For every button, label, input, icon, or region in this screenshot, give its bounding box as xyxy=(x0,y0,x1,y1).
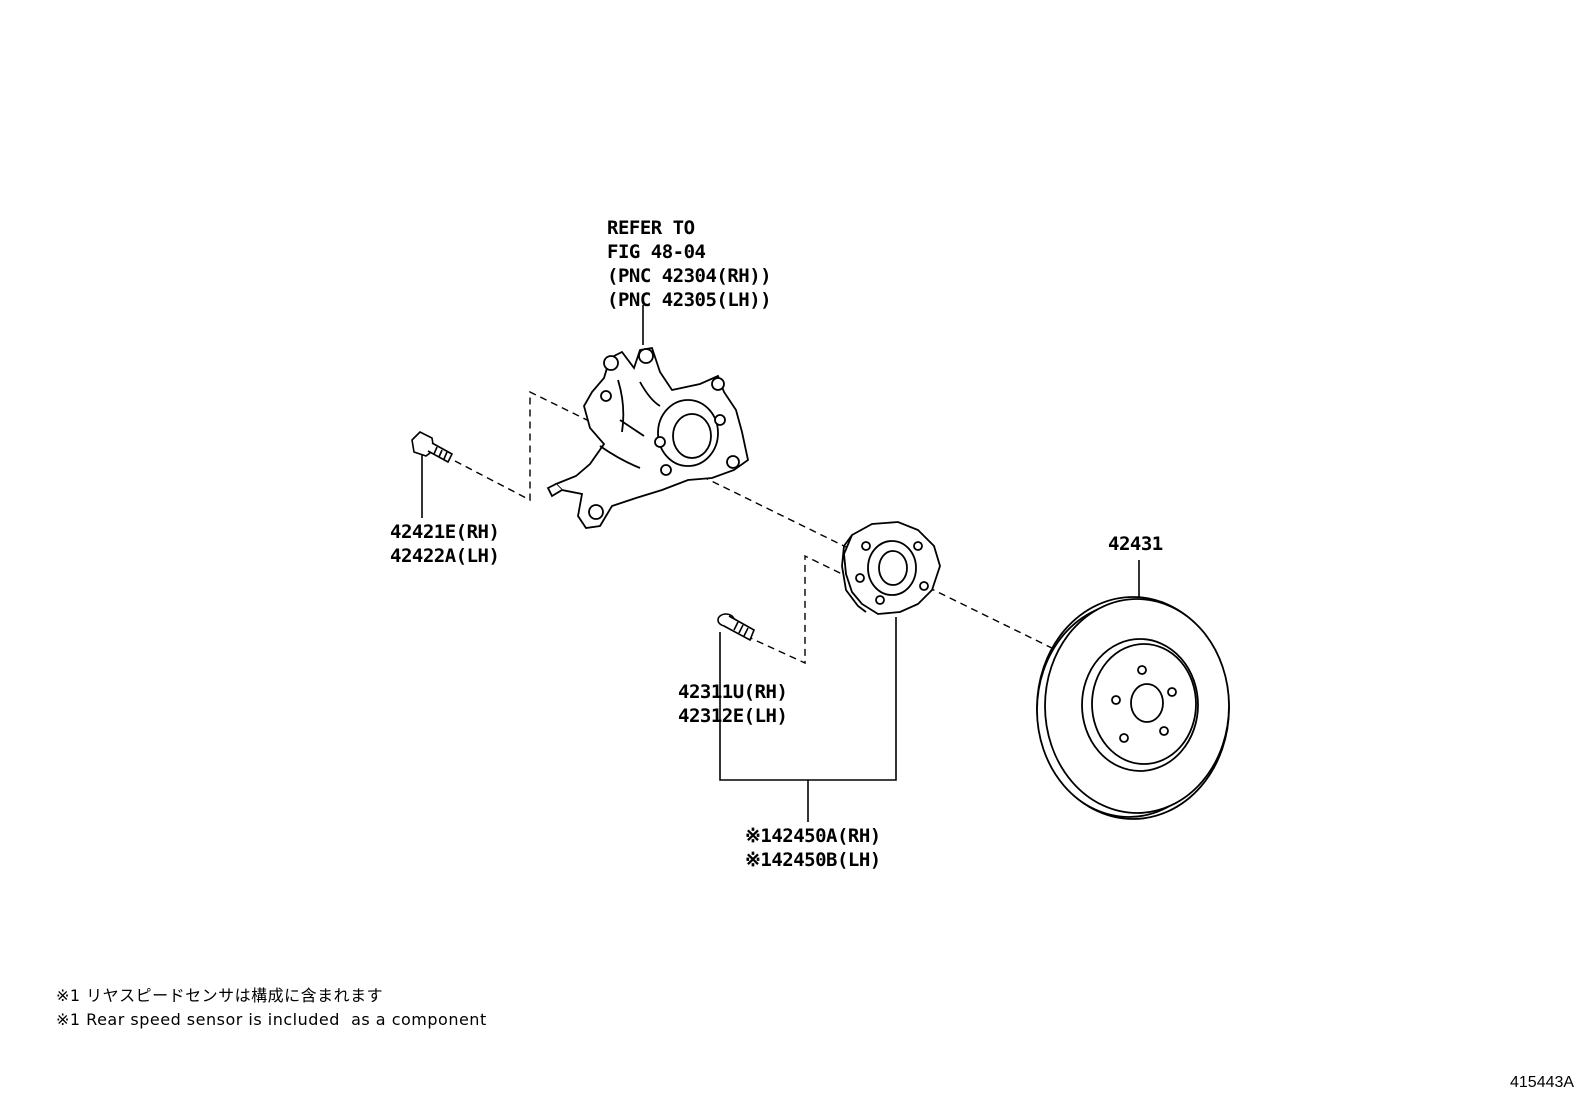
steering-knuckle-part xyxy=(546,346,750,529)
footnote-english: ※1 Rear speed sensor is included as a co… xyxy=(56,1010,487,1029)
part-number-42311U-rh[interactable]: 42311U(RH) xyxy=(678,681,788,703)
part-number-42431[interactable]: 42431 xyxy=(1108,533,1163,555)
hub-bolt-part xyxy=(717,613,756,642)
part-number-42422A-lh[interactable]: 42422A(LH) xyxy=(390,545,500,567)
footnote-japanese: ※1 リヤスピードセンサは構成に含まれます xyxy=(56,986,384,1005)
refer-pnc-rh-label: (PNC 42304(RH)) xyxy=(607,265,772,287)
part-number-42312E-lh[interactable]: 42312E(LH) xyxy=(678,705,788,727)
refer-to-label: REFER TO xyxy=(607,217,695,239)
knuckle-bolt-part xyxy=(411,431,454,464)
refer-pnc-lh-label: (PNC 42305(LH)) xyxy=(607,289,772,311)
hub-bearing-part xyxy=(841,521,941,615)
part-number-42450B-lh[interactable]: ※142450B(LH) xyxy=(745,849,881,871)
assembly-dashed-lines xyxy=(454,390,1061,665)
brake-disc-part xyxy=(1036,596,1230,820)
figure-id: 415443A xyxy=(1510,1074,1575,1091)
refer-fig-label: FIG 48-04 xyxy=(607,241,706,263)
part-number-42450A-rh[interactable]: ※142450A(RH) xyxy=(745,825,881,847)
part-number-42421E-rh[interactable]: 42421E(RH) xyxy=(390,521,500,543)
